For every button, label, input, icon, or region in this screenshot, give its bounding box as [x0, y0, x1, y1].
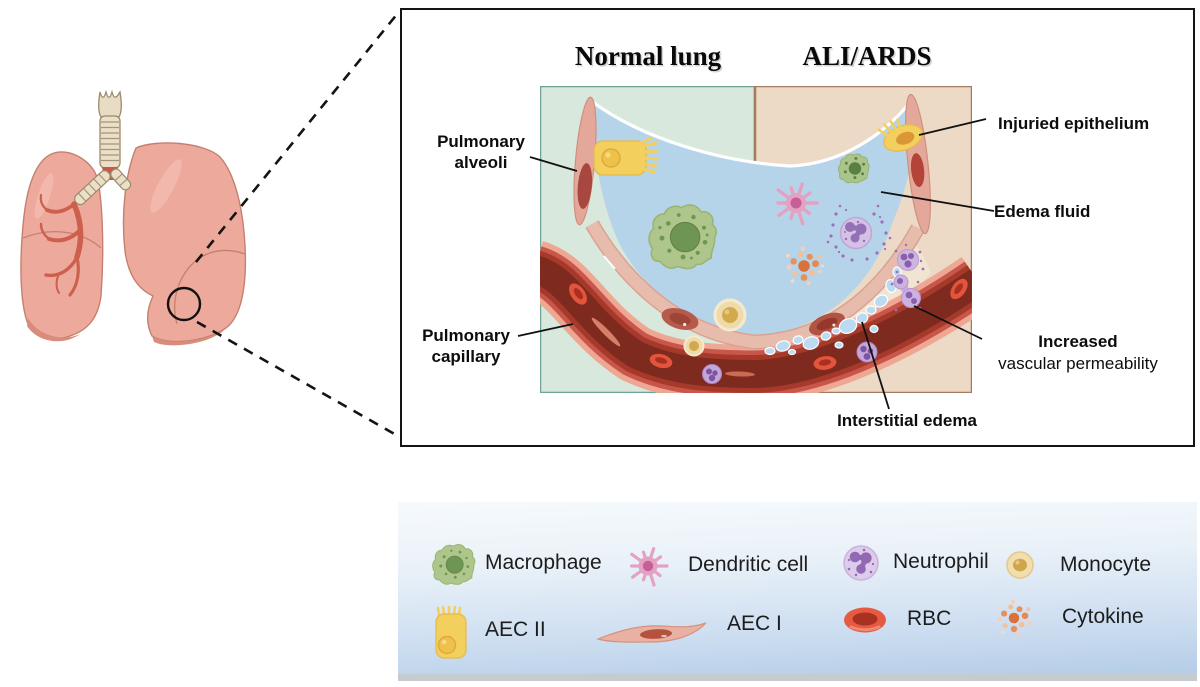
rbc-cell: [649, 353, 673, 369]
lung-illustration: [20, 89, 247, 346]
legend-label-dendritic-cell: Dendritic cell: [688, 553, 809, 576]
aec1-icon: [596, 622, 707, 643]
macrophage-cell-small: [838, 153, 870, 184]
alveolus-diagram-box: Normal lung ALI/ARDS: [400, 8, 1195, 447]
rbc-cell: [950, 278, 968, 300]
neutrophil-squeezing: [890, 274, 922, 312]
dendritic-cell-icon: [630, 547, 669, 587]
alveolus-panel: [524, 84, 995, 404]
legend-label-rbc: RBC: [907, 607, 952, 630]
aec2-icon: [435, 605, 467, 659]
injured-epithelium-label: Injuried epithelium: [998, 114, 1150, 133]
legend-label-neutrophil: Neutrophil: [893, 550, 989, 573]
aec2-cell: [593, 136, 659, 176]
monocyte-cell: [713, 298, 747, 332]
neutrophil-migrating: [894, 243, 925, 274]
rbc-cell: [569, 283, 587, 305]
pulmonary-alveoli-label: Pulmonary alveoli: [437, 132, 525, 172]
cytokine-icon: [996, 599, 1032, 637]
legend-label-aec2: AEC II: [485, 618, 546, 641]
macrophage-icon: [432, 544, 476, 585]
monocyte-icon: [1006, 551, 1034, 579]
neutrophil-in-capillary: [702, 364, 722, 384]
legend-label-cytokine: Cytokine: [1062, 605, 1144, 628]
dendritic-cell: [776, 182, 819, 226]
ali-ards-title: ALI/ARDS: [802, 41, 932, 71]
macrophage-cell: [648, 204, 717, 270]
legend-label-aec1: AEC I: [727, 612, 782, 635]
trachea: [73, 89, 132, 206]
pulmonary-capillary-label: Pulmonary capillary: [422, 326, 510, 366]
alveolar-wall: [586, 220, 924, 349]
increased-permeability-label: Increased vascular permeability: [998, 332, 1158, 373]
normal-lung-title: Normal lung: [574, 41, 722, 71]
zoom-region-circle: [166, 286, 202, 322]
injured-aec2-cell: [877, 118, 923, 152]
neutrophil-in-capillary: [856, 341, 878, 363]
edema-fluid-label: Edema fluid: [994, 202, 1091, 221]
monocyte-cell: [683, 335, 705, 357]
left-lung-lobe: [122, 142, 247, 346]
aec1-cell-left: [573, 96, 597, 226]
neutrophil-icon: [843, 545, 879, 581]
legend-panel: Macrophage Dendritic cell Neutrophil Mon…: [398, 502, 1197, 681]
bronchial-tree: [39, 193, 84, 297]
rbc-cell: [813, 356, 837, 370]
interstitial-edema-label: Interstitial edema: [837, 411, 977, 430]
aec1-nucleus: [661, 308, 699, 330]
legend-label-macrophage: Macrophage: [485, 551, 602, 574]
right-lung-lobe: [20, 151, 104, 342]
rbc-icon: [844, 607, 886, 633]
cytokine-cluster: [786, 246, 825, 286]
neutrophil-cell: [826, 204, 892, 262]
legend-label-monocyte: Monocyte: [1060, 553, 1152, 576]
